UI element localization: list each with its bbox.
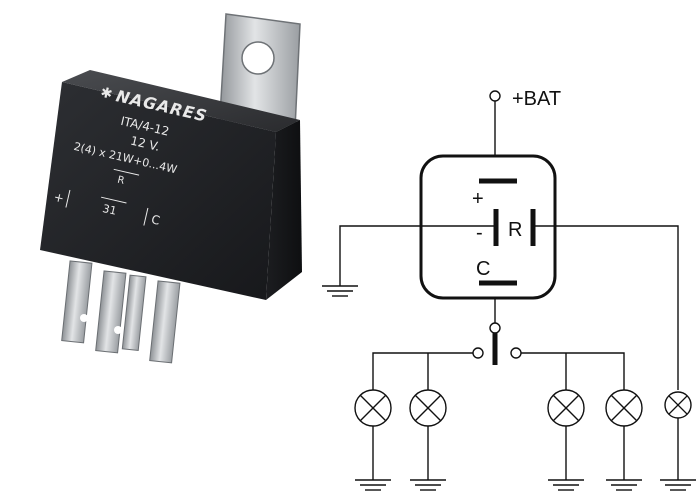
lamp-icon (664, 391, 692, 480)
lamp-icon (547, 389, 585, 480)
battery-label: +BAT (512, 88, 561, 110)
minus-terminal-label: - (476, 222, 483, 244)
right-bus (521, 352, 625, 390)
lamp-icon (409, 389, 447, 480)
ground-icon (606, 479, 642, 491)
bracket-hole (241, 41, 275, 75)
ground-icon (355, 479, 391, 491)
left-bus (372, 352, 473, 390)
terminal-pins (61, 260, 181, 364)
relay-photo: ✱ NAGARES ITA/4-12 12 V. 2(4) x 21W+0...… (40, 13, 302, 364)
relay-voltage: 12 V. (129, 134, 161, 154)
switch-pivot (489, 322, 501, 334)
relay-r-mark: R (116, 175, 125, 187)
wiring-schematic: +BAT + - R C (322, 88, 679, 390)
switch-right-contact (510, 347, 522, 359)
relay-c-mark: C (150, 212, 161, 228)
relay-pin-31: 31 (101, 202, 118, 218)
relay-logo-icon: ✱ (99, 85, 114, 103)
r-wire (533, 225, 679, 390)
minus-ground-wire (339, 225, 496, 286)
ground-icon (410, 479, 446, 491)
relay-body-side (266, 120, 302, 300)
battery-terminal (489, 90, 501, 102)
lamp-group (354, 389, 696, 491)
relay-symbol-box (419, 154, 557, 300)
switch-left-contact (472, 347, 484, 359)
ground-icon (322, 285, 358, 297)
plus-terminal-label: + (472, 188, 484, 210)
relay-body-front (40, 82, 276, 300)
ground-icon (660, 479, 696, 491)
r-terminal-label: R (508, 219, 522, 241)
c-terminal-label: C (476, 258, 490, 280)
ground-icon (548, 479, 584, 491)
relay-plus-mark: + (52, 190, 65, 206)
relay-body-top (62, 70, 300, 132)
lamp-icon (605, 389, 643, 480)
lamp-icon (354, 389, 392, 480)
